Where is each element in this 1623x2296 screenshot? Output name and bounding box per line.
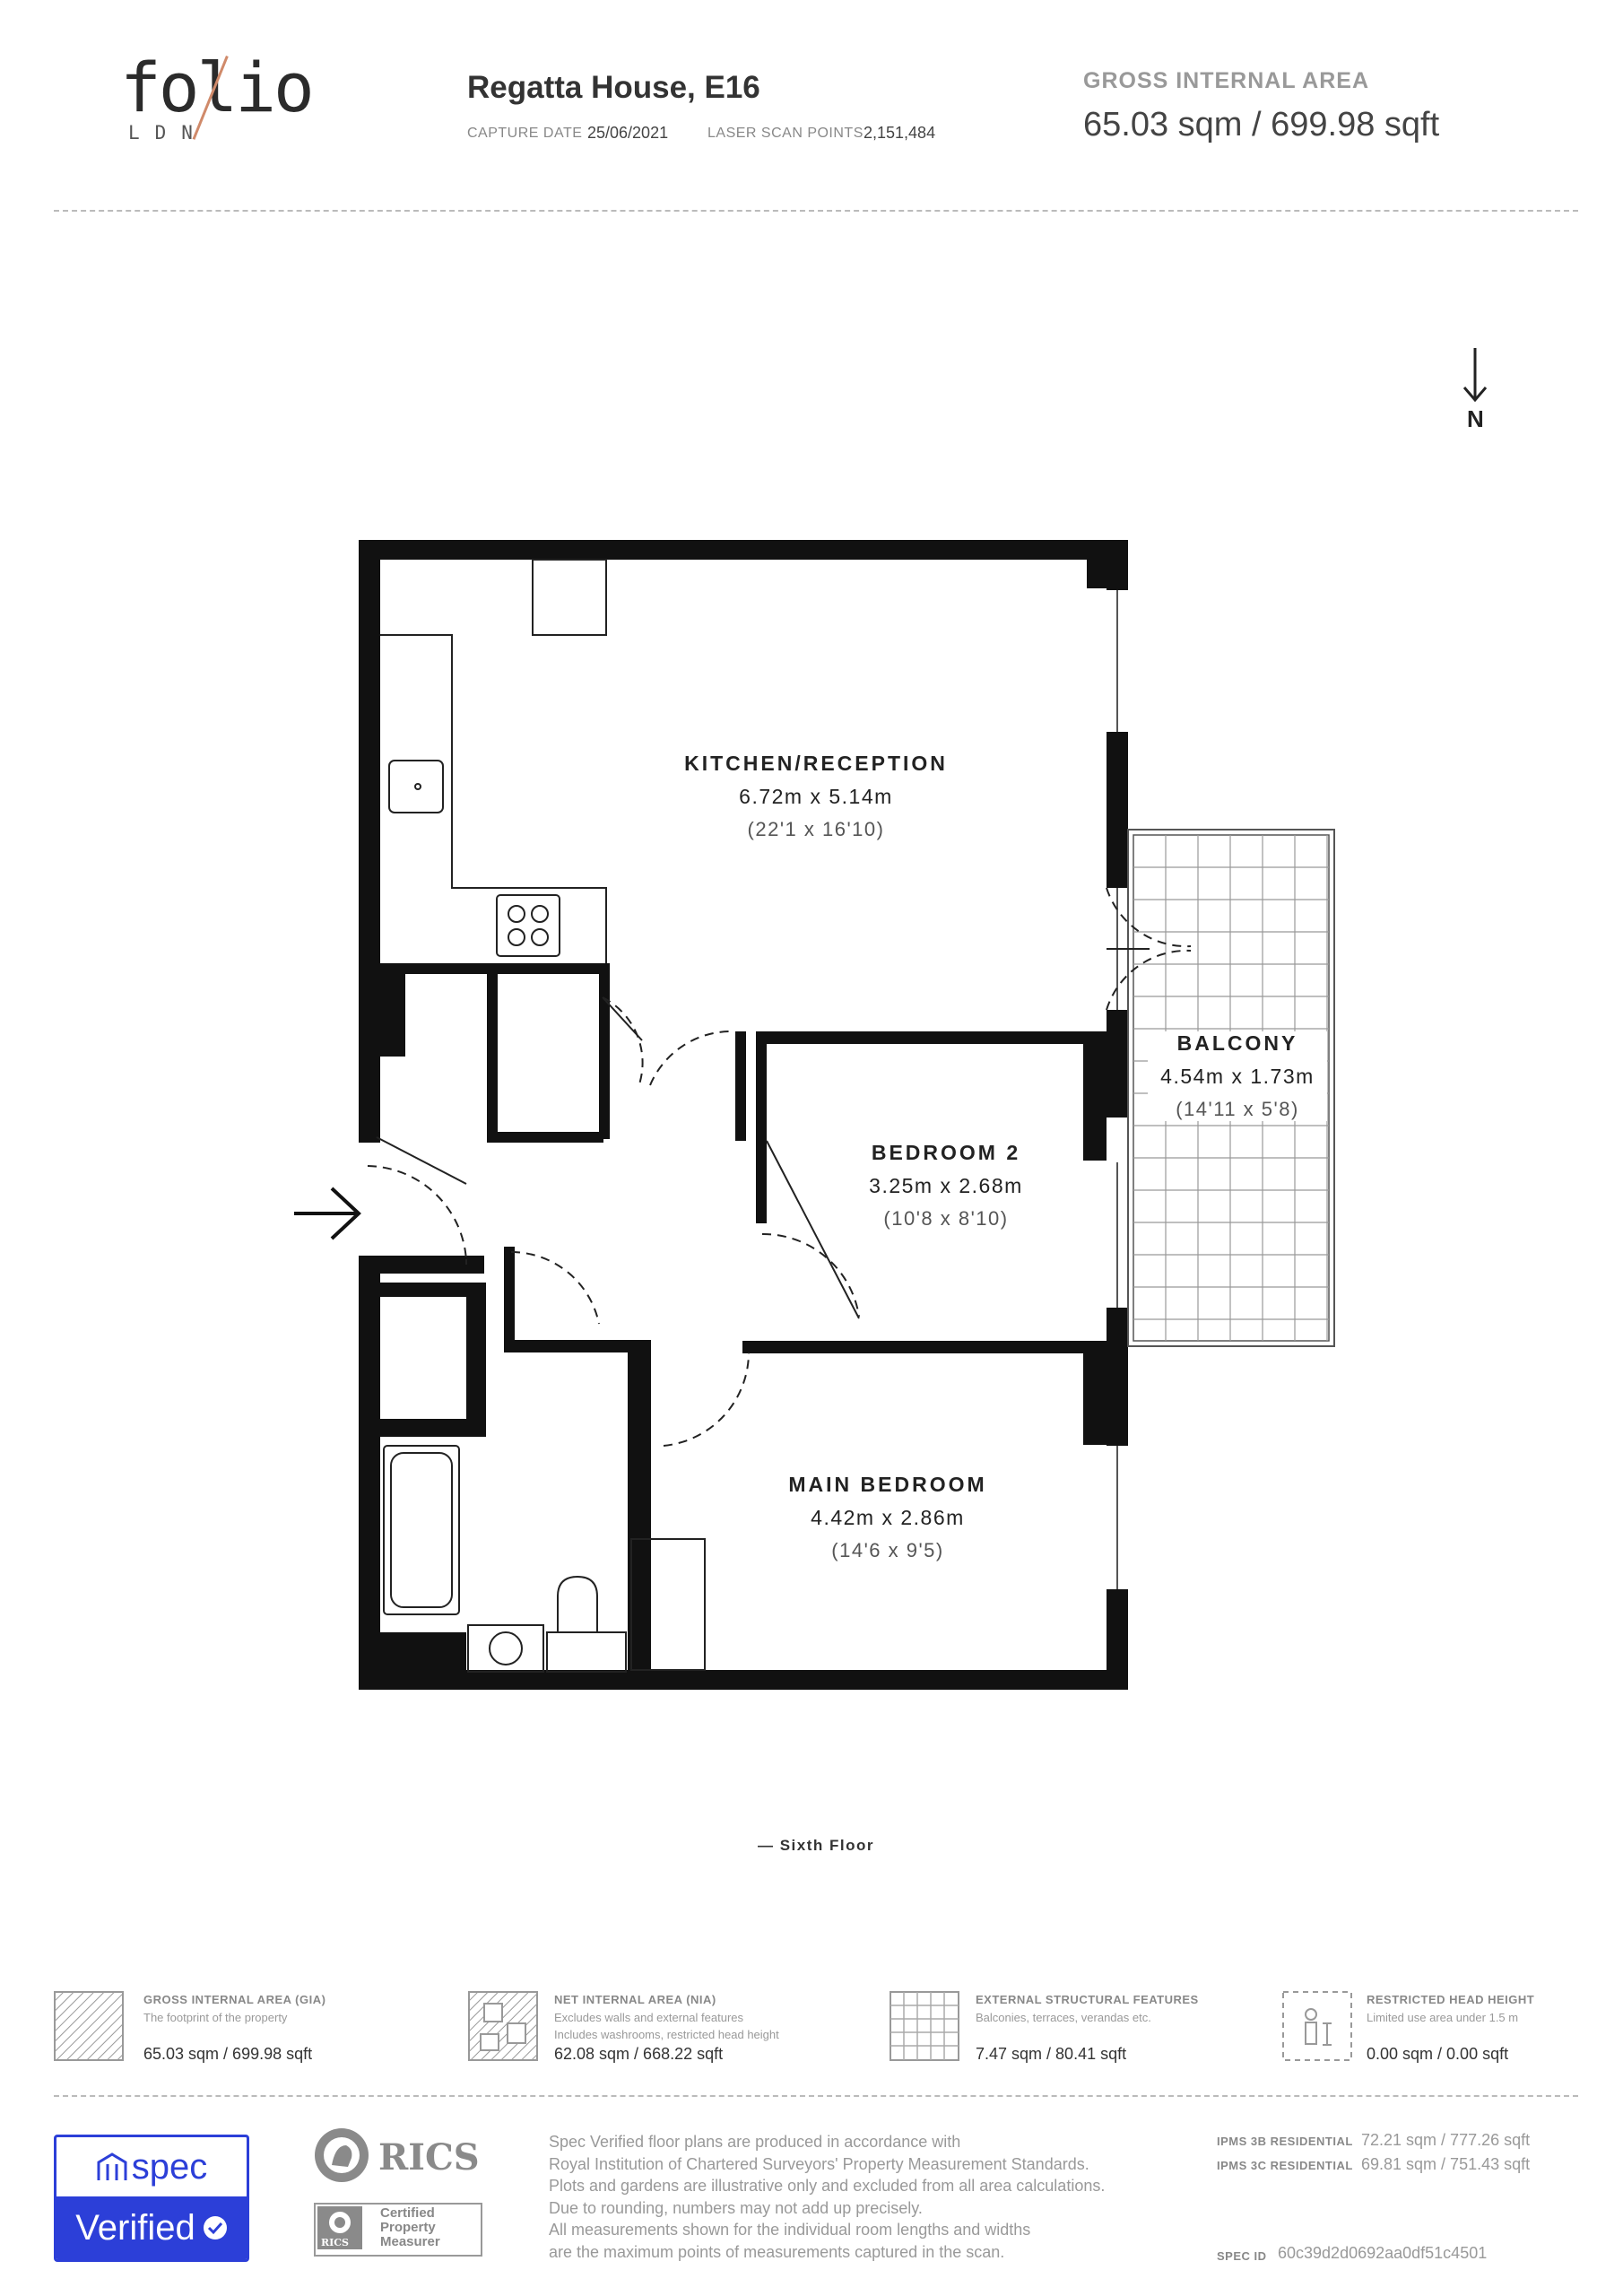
rics-small-word: RICS: [321, 2237, 349, 2248]
grid-area-icon: [890, 1991, 959, 2061]
legend-ext-value: 7.47 sqm / 80.41 sqft: [976, 2045, 1127, 2063]
net-area-icon: [468, 1991, 538, 2061]
balcony-grid: [1127, 829, 1335, 1347]
certified-line-3: Measurer: [380, 2234, 440, 2249]
property-title: Regatta House, E16: [467, 70, 760, 105]
certified-line-2: Property: [380, 2220, 436, 2235]
spec-id: 60c39d2d0692aa0df51c4501: [1278, 2244, 1488, 2262]
head-height-icon: [1282, 1991, 1352, 2061]
room-kitchen-reception: KITCHEN/RECEPTION 6.72m x 5.14m (22'1 x …: [655, 752, 977, 841]
legend-nia-title: NET INTERNAL AREA (NIA): [554, 1993, 716, 2006]
spec-verified-badge: spec Verified: [54, 2135, 249, 2262]
certified-text: Certified Property Measurer: [380, 2206, 440, 2249]
rics-lion-icon: [315, 2128, 369, 2182]
capture-date-label: CAPTURE DATE: [467, 126, 583, 141]
room-imperial: (22'1 x 16'10): [747, 818, 885, 840]
room-metric: 6.72m x 5.14m: [739, 785, 893, 808]
hatched-area-icon: [54, 1991, 124, 2061]
disclaimer-line: are the maximum points of measurements c…: [549, 2242, 1005, 2261]
disclaimer-line: Due to rounding, numbers may not add up …: [549, 2198, 923, 2217]
ipms-3c-value: 69.81 sqm / 751.43 sqft: [1361, 2155, 1531, 2173]
entrance-arrow-icon: [294, 1187, 361, 1240]
legend-rhh-title: RESTRICTED HEAD HEIGHT: [1367, 1993, 1535, 2006]
scan-points-label: LASER SCAN POINTS: [707, 126, 864, 141]
legend-nia-value: 62.08 sqm / 668.22 sqft: [554, 2045, 724, 2063]
floor-plan: [294, 540, 1335, 1690]
verified-word: Verified: [75, 2207, 195, 2248]
kitchen-units: [380, 559, 607, 963]
disclaimer-line: All measurements shown for the individua…: [549, 2221, 1031, 2239]
rics-word: RICS: [378, 2136, 480, 2179]
check-circle-icon: [203, 2216, 227, 2239]
room-imperial: (14'11 x 5'8): [1176, 1098, 1299, 1120]
legend-rhh-value: 0.00 sqm / 0.00 sqft: [1367, 2045, 1509, 2063]
ipms-3b-value: 72.21 sqm / 777.26 sqft: [1361, 2131, 1531, 2149]
disclaimer-line: Plots and gardens are illustrative only …: [549, 2177, 1106, 2195]
scan-points: 2,151,484: [864, 124, 936, 142]
gia-label: GROSS INTERNAL AREA: [1083, 68, 1370, 93]
folio-logo: folio: [120, 54, 315, 122]
legend-gia-desc: The footprint of the property: [143, 2011, 288, 2024]
capture-date: 25/06/2021: [587, 124, 669, 142]
walls: [359, 540, 1128, 1690]
rics-certified-box: [314, 2203, 482, 2257]
room-name: MAIN BEDROOM: [788, 1473, 987, 1496]
spec-bottom: Verified: [56, 2196, 247, 2259]
logo-sub: LDN: [128, 122, 208, 144]
north-label: N: [1467, 405, 1484, 432]
room-name: KITCHEN/RECEPTION: [684, 752, 948, 775]
legend-divider: [54, 2095, 1578, 2097]
legend-gia-title: GROSS INTERNAL AREA (GIA): [143, 1993, 326, 2006]
room-metric: 4.54m x 1.73m: [1160, 1065, 1315, 1088]
ipms-3b-label: IPMS 3B RESIDENTIAL: [1217, 2135, 1353, 2148]
legend-nia-desc-1: Excludes walls and external features: [554, 2011, 744, 2024]
legend-ext-title: EXTERNAL STRUCTURAL FEATURES: [976, 1993, 1199, 2006]
disclaimer-line: Spec Verified floor plans are produced i…: [549, 2133, 961, 2151]
logo-word: folio: [120, 54, 315, 122]
header-divider: [54, 210, 1578, 212]
room-name: BALCONY: [1176, 1031, 1298, 1055]
floor-label: — Sixth Floor: [758, 1837, 874, 1854]
gia-value: 65.03 sqm / 699.98 sqft: [1083, 106, 1440, 144]
room-balcony: BALCONY 4.54m x 1.73m (14'11 x 5'8): [1148, 1031, 1327, 1121]
spec-id-label: SPEC ID: [1217, 2249, 1267, 2263]
legend-nia-desc-2: Includes washrooms, restricted head heig…: [554, 2028, 779, 2041]
legend-ext-desc: Balconies, terraces, verandas etc.: [976, 2011, 1151, 2024]
rics-small-logo-icon: [317, 2206, 362, 2249]
room-imperial: (10'8 x 8'10): [883, 1207, 1009, 1230]
room-metric: 4.42m x 2.86m: [811, 1506, 965, 1529]
disclaimer-line: Royal Institution of Chartered Surveyors…: [549, 2154, 1089, 2173]
legend-rhh-desc: Limited use area under 1.5 m: [1367, 2011, 1519, 2024]
room-name: BEDROOM 2: [871, 1141, 1021, 1164]
room-bedroom-2: BEDROOM 2 3.25m x 2.68m (10'8 x 8'10): [812, 1141, 1081, 1231]
spec-house-icon: [97, 2152, 127, 2180]
room-main-bedroom: MAIN BEDROOM 4.42m x 2.86m (14'6 x 9'5): [753, 1473, 1022, 1562]
spec-top: spec: [56, 2137, 247, 2196]
north-arrow-icon: [1462, 348, 1488, 403]
room-metric: 3.25m x 2.68m: [869, 1174, 1023, 1197]
certified-line-1: Certified: [380, 2205, 435, 2221]
ipms-3c-label: IPMS 3C RESIDENTIAL: [1217, 2159, 1353, 2172]
spec-word: spec: [131, 2146, 208, 2187]
disclaimer: Spec Verified floor plans are produced i…: [549, 2131, 1176, 2263]
legend-gia-value: 65.03 sqm / 699.98 sqft: [143, 2045, 313, 2063]
room-imperial: (14'6 x 9'5): [831, 1539, 944, 1561]
bathroom-fixtures: [383, 1445, 706, 1673]
